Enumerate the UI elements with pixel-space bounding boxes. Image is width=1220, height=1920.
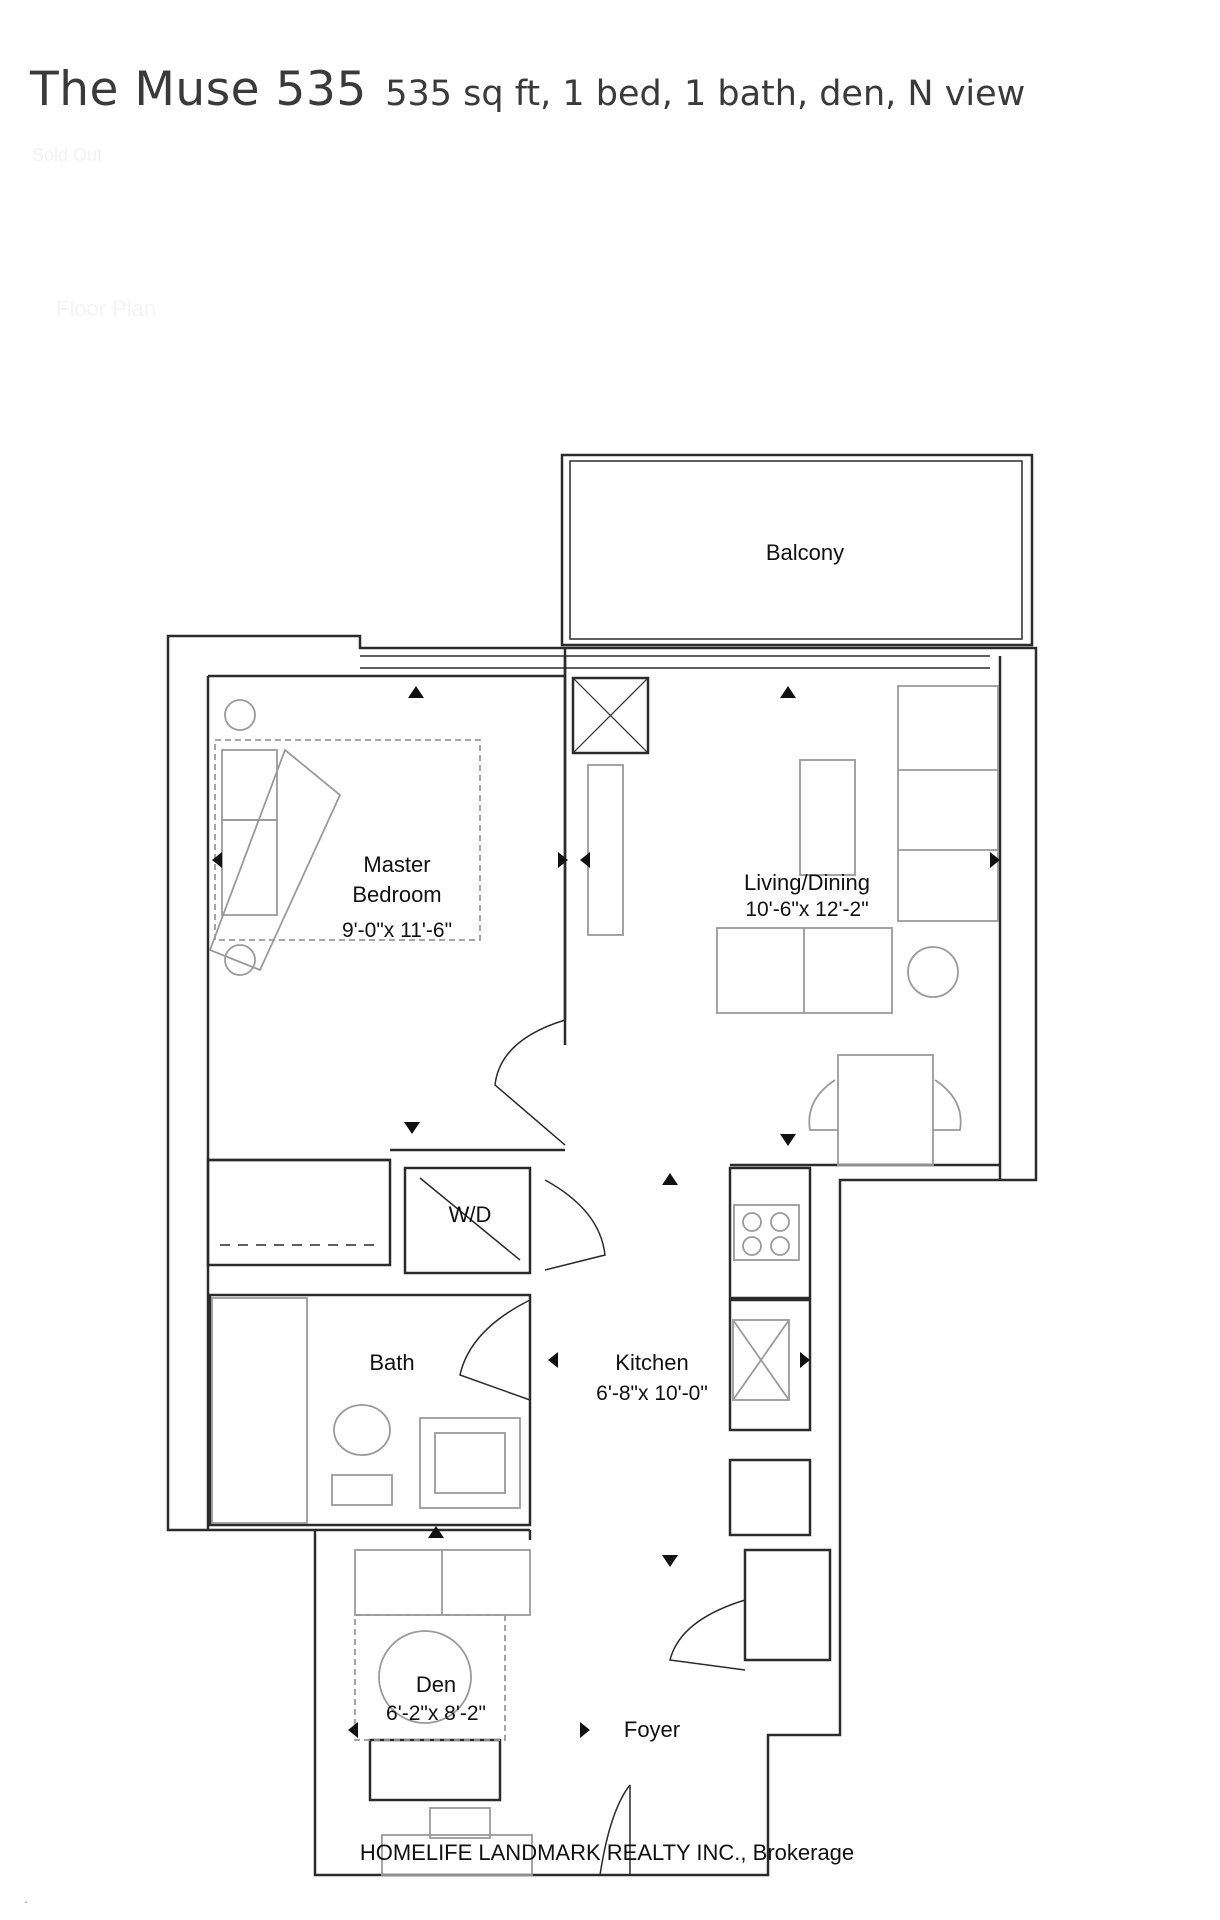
washer-dryer-label: W/D <box>449 1202 492 1227</box>
living-dining-dimensions: 10'-6"x 12'-2" <box>745 898 868 921</box>
bath-label: Bath <box>369 1350 414 1375</box>
master-bedroom-dimensions: 9'-0"x 11'-6" <box>342 919 452 942</box>
kitchen-dimensions: 6'-8"x 10'-0" <box>596 1382 708 1405</box>
status-faded-text: Sold Out <box>32 145 103 165</box>
den-dimensions: 6'-2"x 8'-2" <box>386 1702 486 1725</box>
den-label: Den <box>416 1672 456 1697</box>
foyer-label: Foyer <box>624 1717 680 1742</box>
listing-title: The Muse 535 <box>30 62 367 117</box>
balcony-label: Balcony <box>766 540 844 565</box>
kitchen-label: Kitchen <box>615 1350 688 1375</box>
balcony-outline <box>560 453 1034 647</box>
master-bedroom-label-2: Bedroom <box>352 882 441 907</box>
floor-plan-drawing: Balcony Master Bedroom 9'-0"x 11'-6" Liv… <box>166 453 1038 1877</box>
label-faded-text: Floor Plan <box>56 296 157 321</box>
corner-mark: . <box>24 1890 28 1906</box>
floor-plan-image: Balcony Master Bedroom 9'-0"x 11'-6" Liv… <box>0 440 1220 1900</box>
listing-subtitle: 535 sq ft, 1 bed, 1 bath, den, N view <box>385 74 1026 114</box>
listing-header: The Muse 535 535 sq ft, 1 bed, 1 bath, d… <box>30 62 1190 117</box>
brokerage-watermark: HOMELIFE LANDMARK REALTY INC., Brokerage <box>360 1840 854 1865</box>
master-bedroom-label-1: Master <box>363 852 430 877</box>
living-dining-label: Living/Dining <box>744 870 870 895</box>
